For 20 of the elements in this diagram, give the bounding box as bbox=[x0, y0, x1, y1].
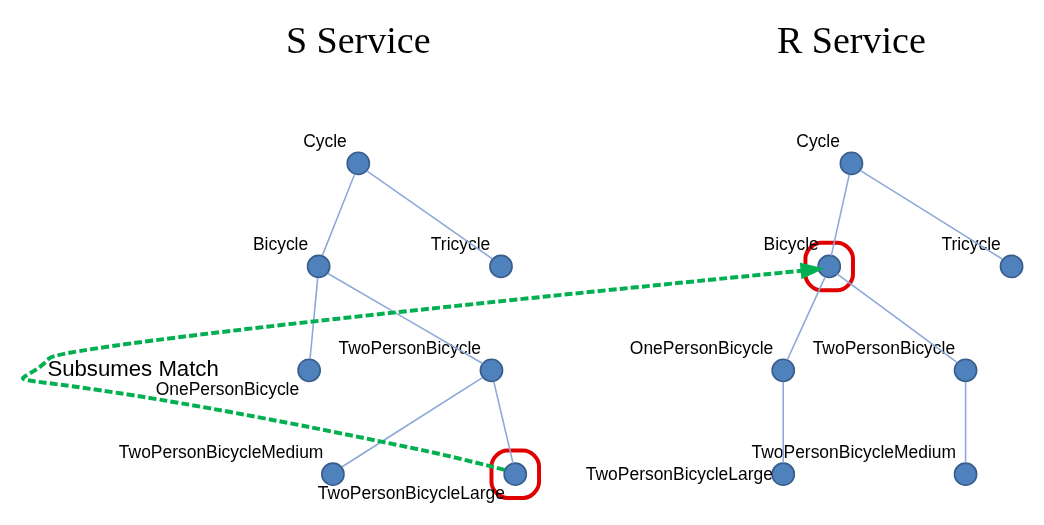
connector bbox=[964, 381, 966, 464]
node-label: Tricycle bbox=[430, 234, 490, 255]
connector bbox=[836, 273, 958, 364]
node-label: Tricycle bbox=[940, 234, 1001, 255]
connector bbox=[830, 174, 850, 257]
node-circle bbox=[953, 462, 977, 487]
node-circle bbox=[816, 254, 841, 279]
node-label: Cycle bbox=[795, 131, 840, 152]
node-label: TwoPersonBicycle bbox=[812, 338, 955, 359]
node-circle bbox=[953, 358, 977, 383]
label: S Service bbox=[285, 18, 431, 61]
connector bbox=[321, 173, 355, 257]
node-circle bbox=[839, 151, 863, 176]
connector bbox=[859, 169, 1003, 260]
node-label: Bicycle bbox=[252, 234, 308, 255]
node-circle bbox=[345, 151, 370, 176]
label: R Service bbox=[776, 18, 926, 61]
node-circle bbox=[999, 254, 1023, 279]
node-label: Cycle bbox=[302, 131, 347, 152]
connector bbox=[365, 170, 493, 260]
